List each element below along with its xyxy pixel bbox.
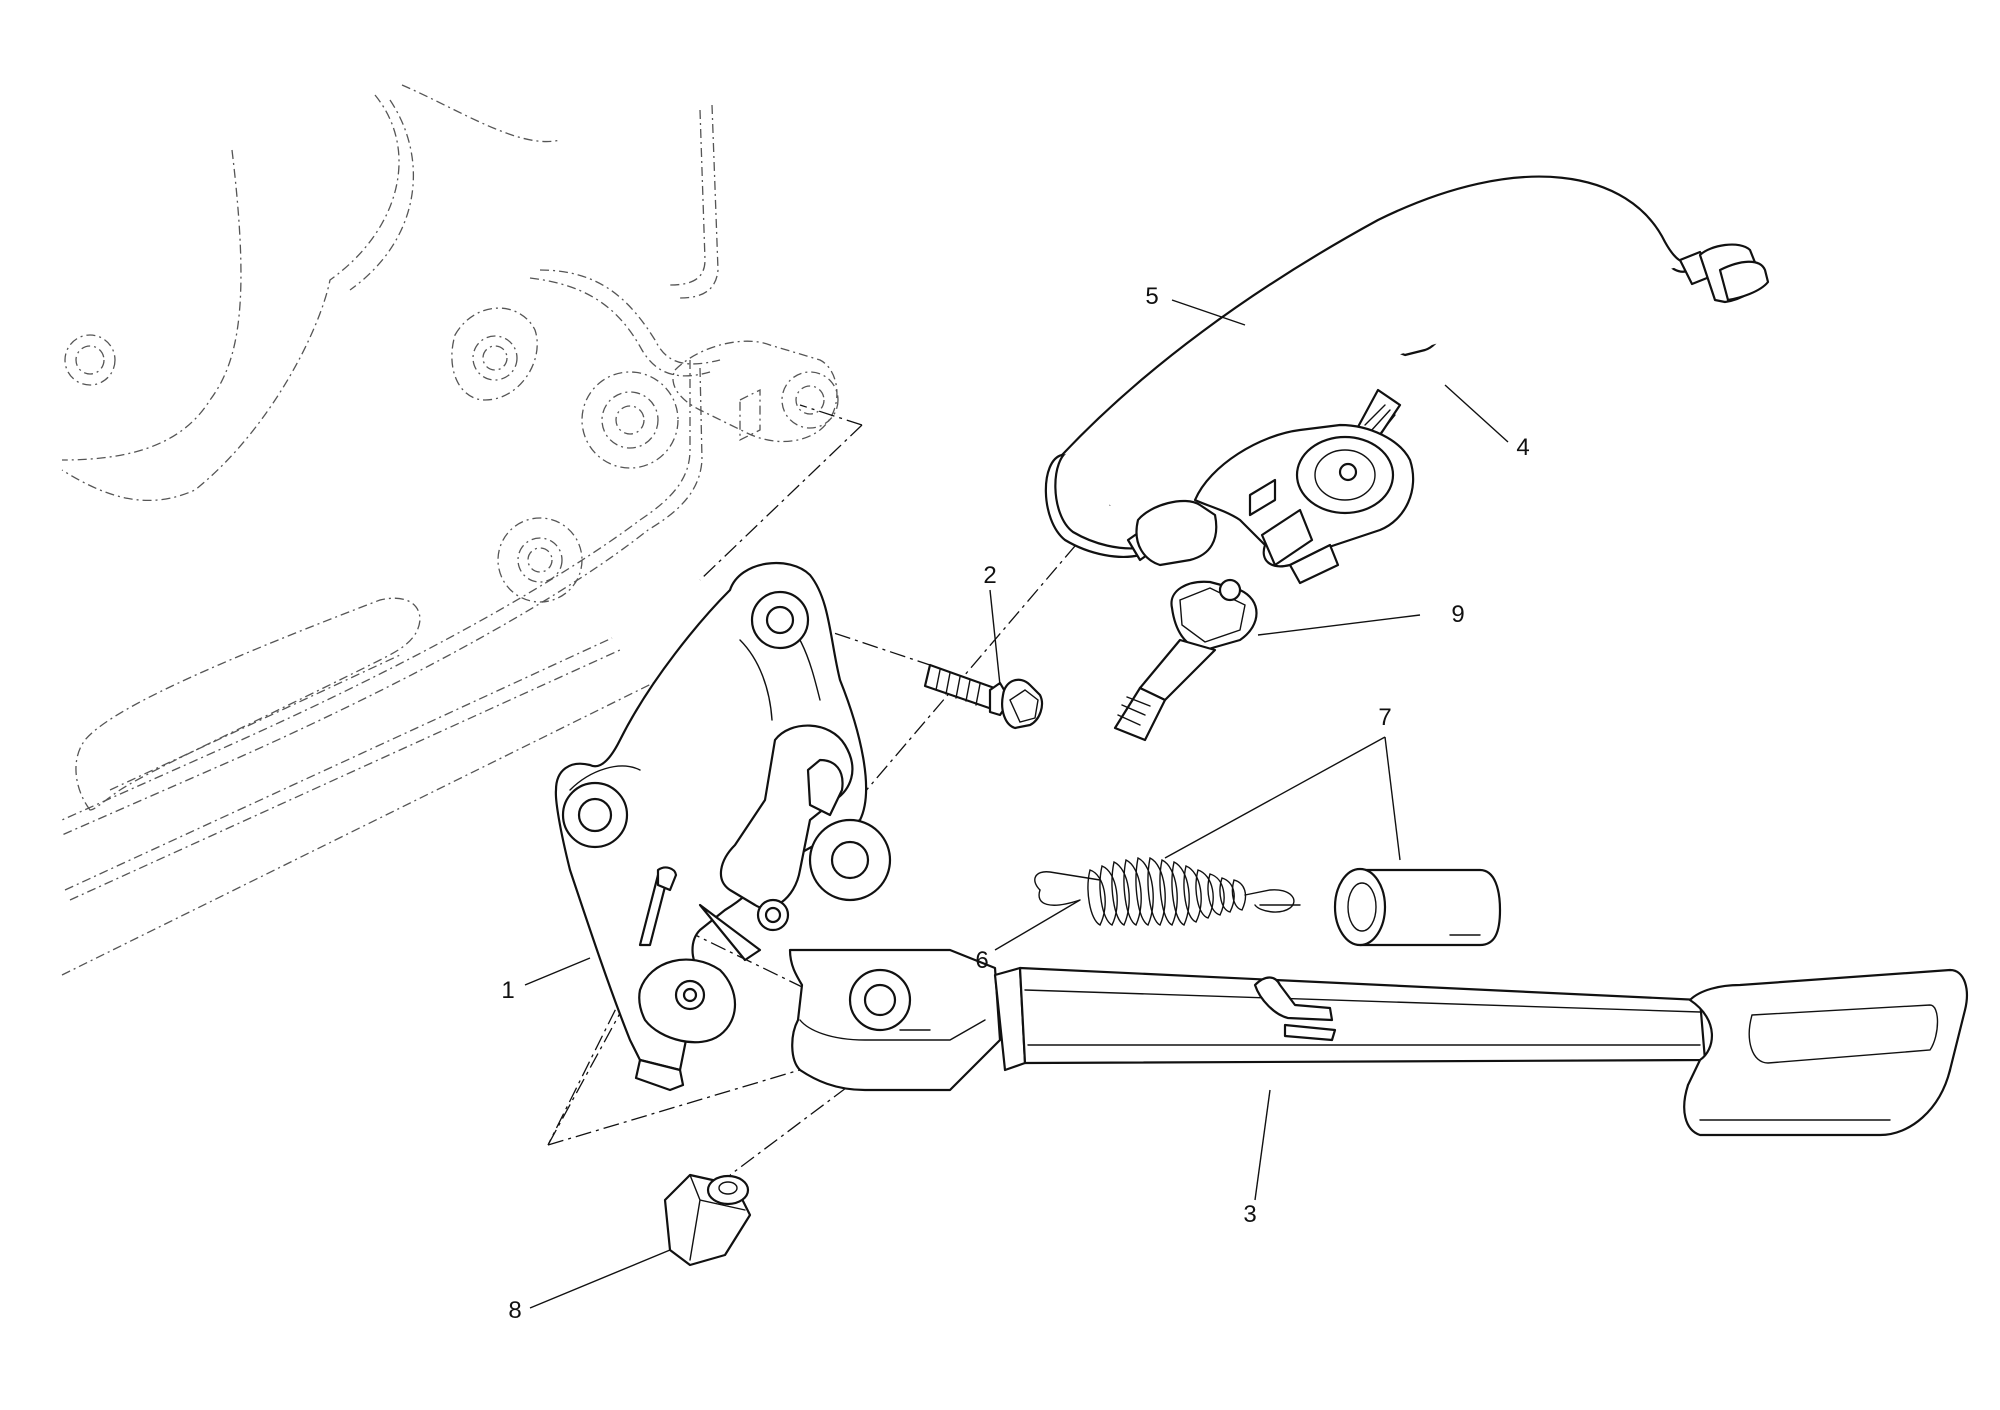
spring-coils [1087, 856, 1247, 926]
callout-labels: 1 2 3 4 5 6 7 8 9 [501, 283, 1529, 1324]
callout-2: 2 [983, 562, 996, 589]
callout-6: 6 [975, 947, 988, 974]
callout-4: 4 [1516, 434, 1529, 461]
sidestand-bracket [554, 561, 892, 1092]
callout-9: 9 [1451, 601, 1464, 628]
leader-5 [1171, 299, 1246, 326]
leader-3 [1254, 1089, 1271, 1201]
leader-2 [989, 589, 1001, 686]
callout-5: 5 [1145, 283, 1158, 310]
sidestand-sensor [1044, 175, 1770, 585]
engine-casing-outline [61, 84, 839, 976]
pivot-bolt [1113, 578, 1258, 742]
return-spring [1034, 856, 1301, 926]
locking-nut [663, 1173, 752, 1267]
leader-7b [1384, 736, 1401, 861]
leader-1 [524, 957, 591, 986]
callout-3: 3 [1243, 1201, 1256, 1228]
leader-4 [1444, 384, 1509, 443]
callout-1: 1 [501, 977, 514, 1004]
leader-7a [1164, 736, 1386, 859]
leader-lines [524, 299, 1509, 1309]
leader-9 [1257, 614, 1421, 636]
spacer-bush [1333, 867, 1502, 947]
mounting-bolt [923, 663, 1044, 730]
leader-6 [994, 899, 1081, 951]
sidestand-leg [788, 948, 1968, 1137]
callout-7: 7 [1378, 704, 1391, 731]
leader-8 [529, 1249, 671, 1309]
callout-8: 8 [508, 1297, 521, 1324]
